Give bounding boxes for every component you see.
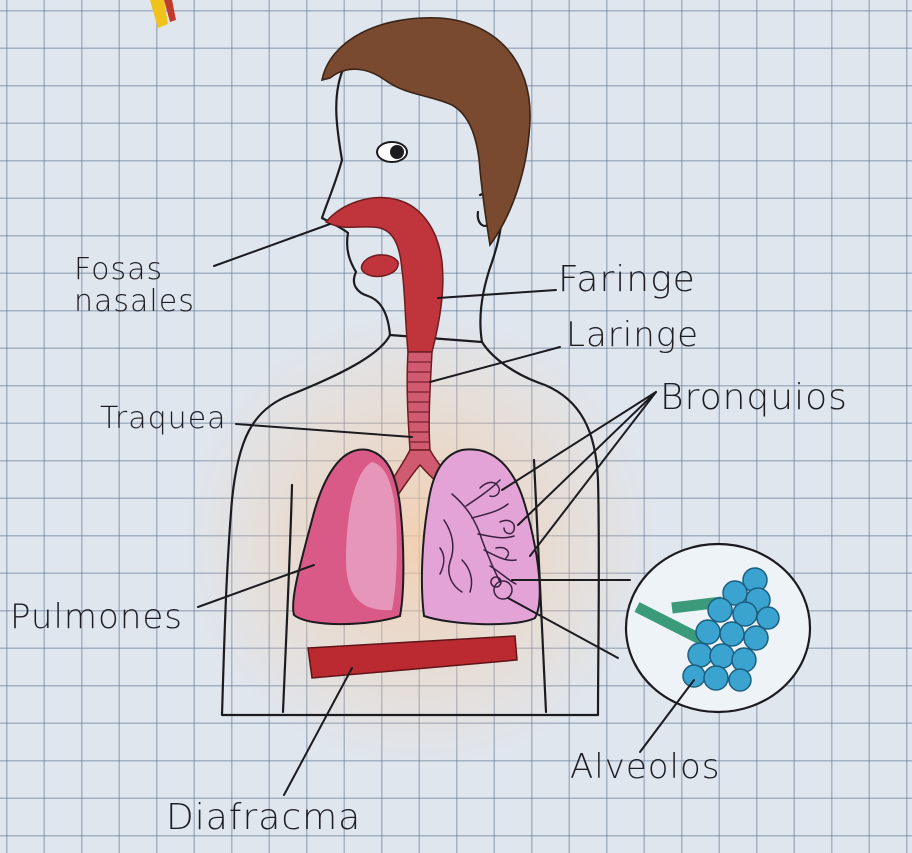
leader-pharynx xyxy=(438,290,556,298)
leader-nasal xyxy=(214,224,330,266)
label-fosas-nasales: Fosas nasales xyxy=(74,254,195,317)
marker-doodle xyxy=(150,0,176,28)
label-faringe: Faringe xyxy=(558,262,696,298)
label-laringe: Laringe xyxy=(566,318,699,352)
trachea xyxy=(407,352,432,450)
label-pulmones: Pulmones xyxy=(10,600,183,634)
label-diafracma: Diafracma xyxy=(166,800,361,836)
label-alveolos: Alveolos xyxy=(570,750,721,784)
tongue xyxy=(361,255,398,277)
label-bronquios: Bronquios xyxy=(660,380,848,416)
pupil xyxy=(390,145,404,159)
label-traquea: Traquea xyxy=(100,404,227,434)
